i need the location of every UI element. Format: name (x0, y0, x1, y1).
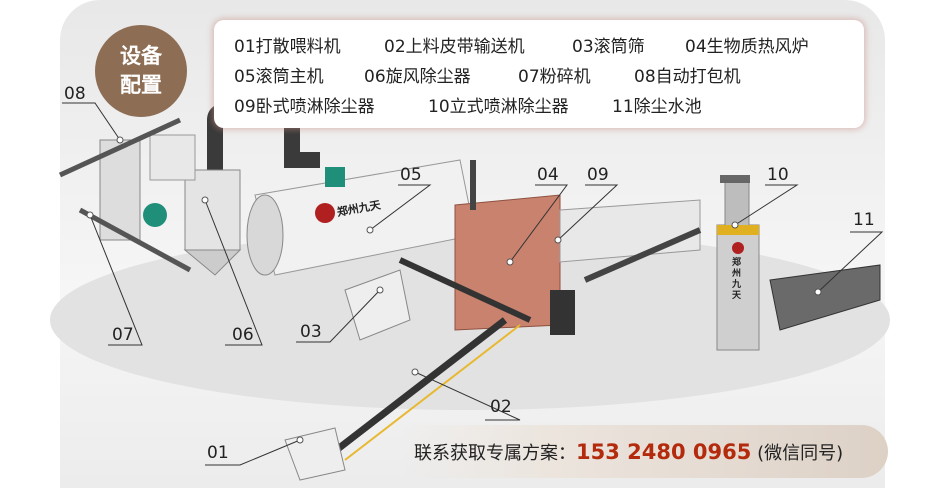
callout-10: 10 (767, 165, 789, 185)
legend-item: 09卧式喷淋除尘器 (234, 97, 375, 117)
legend-item: 05滚筒主机 (234, 67, 324, 87)
vertical-spray-tower-10 (716, 175, 760, 351)
callout-01: 01 (207, 443, 229, 463)
legend-item: 08自动打包机 (634, 67, 741, 87)
legend-item: 03滚筒筛 (572, 37, 645, 57)
equipment-config-badge: 设备 配置 (95, 25, 187, 117)
brand-logo-icon (315, 203, 335, 223)
callout-08: 08 (64, 84, 86, 104)
callout-11: 11 (853, 210, 875, 230)
legend-row: 05滚筒主机 06旋风除尘器 07粉碎机 08自动打包机 (234, 62, 741, 87)
callout-04: 04 (537, 165, 559, 185)
legend-item: 10立式喷淋除尘器 (428, 97, 569, 117)
contact-note: (微信同号) (757, 443, 844, 464)
callout-dots (86, 136, 822, 444)
contact-phone[interactable]: 153 2480 0965 (576, 440, 752, 464)
feeder-01 (284, 427, 346, 481)
callout-06: 06 (232, 325, 254, 345)
equipment-legend: 01打散喂料机 02上料皮带输送机 03滚筒筛 04生物质热风炉 05滚筒主机 06旋风… (214, 20, 864, 128)
rotary-drum-05 (246, 159, 476, 276)
callout-03: 03 (300, 322, 322, 342)
hot-air-furnace-04 (454, 160, 575, 335)
legend-item: 04生物质热风炉 (685, 37, 809, 57)
belt-conveyor-02 (327, 257, 532, 461)
tower-brand-label: 郑州九天 (732, 258, 742, 301)
legend-item: 07粉碎机 (518, 67, 591, 87)
contact-label: 联系获取专属方案： (414, 443, 576, 464)
contact-banner: 联系获取专属方案：153 2480 0965 (微信同号) (400, 425, 888, 478)
leader-lines (62, 102, 884, 466)
legend-item: 01打散喂料机 (234, 37, 341, 57)
legend-item: 06旋风除尘器 (364, 67, 471, 87)
callout-07: 07 (112, 325, 134, 345)
crusher-packer-07-08 (58, 117, 196, 273)
callout-05: 05 (400, 165, 422, 185)
water-pool-11 (769, 264, 881, 331)
drum-screen-03 (344, 269, 411, 341)
legend-item: 11除尘水池 (612, 97, 702, 117)
legend-row: 01打散喂料机 02上料皮带输送机 03滚筒筛 04生物质热风炉 (234, 32, 809, 57)
callout-09: 09 (587, 165, 609, 185)
callout-02: 02 (490, 397, 512, 417)
legend-row: 09卧式喷淋除尘器 10立式喷淋除尘器 11除尘水池 (234, 92, 702, 117)
cyclone-06 (183, 169, 242, 276)
legend-item: 02上料皮带输送机 (384, 37, 525, 57)
badge-line-1: 设备 (120, 44, 162, 68)
badge-line-2: 配置 (120, 73, 162, 97)
connecting-conveyor (583, 227, 702, 283)
